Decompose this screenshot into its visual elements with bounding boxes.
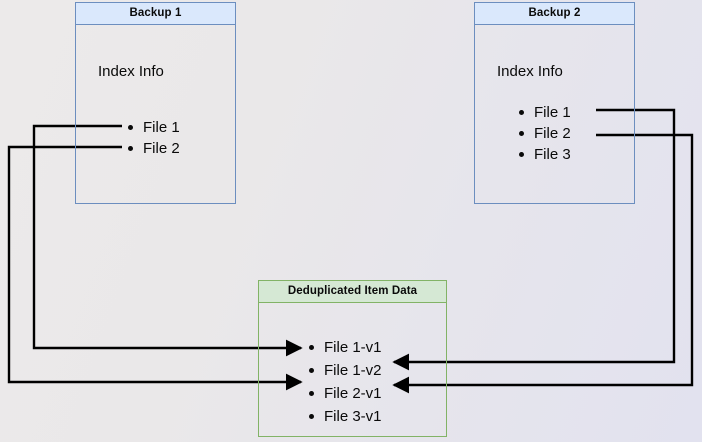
node-dedup-store-file-list: File 1-v1 File 1-v2 File 2-v1 File 3-v1 — [307, 336, 382, 428]
node-backup-2[interactable]: Backup 2 Index Info File 1 File 2 File 3 — [474, 2, 635, 204]
node-dedup-store[interactable]: Deduplicated Item Data File 1-v1 File 1-… — [258, 280, 447, 437]
node-dedup-store-title: Deduplicated Item Data — [259, 281, 446, 303]
node-backup-2-title: Backup 2 — [475, 3, 634, 25]
edge-backup1-file2-to-dedup-file2v1 — [7, 145, 303, 391]
list-item[interactable]: File 2 — [126, 138, 180, 159]
node-backup-2-body: Index Info File 1 File 2 File 3 — [475, 25, 634, 203]
edge-backup2-file2-to-dedup-file2v1 — [392, 133, 694, 394]
list-item[interactable]: File 1 — [126, 117, 180, 138]
list-item[interactable]: File 1-v2 — [307, 359, 382, 382]
node-backup-1-subtitle: Index Info — [98, 63, 164, 80]
node-backup-2-file-list: File 1 File 2 File 3 — [517, 102, 571, 165]
list-item[interactable]: File 1 — [517, 102, 571, 123]
node-backup-1-body: Index Info File 1 File 2 — [76, 25, 235, 203]
edge-backup2-file1-to-dedup-file1v2 — [392, 108, 676, 371]
node-backup-1[interactable]: Backup 1 Index Info File 1 File 2 — [75, 2, 236, 204]
node-backup-1-file-list: File 1 File 2 — [126, 117, 180, 159]
node-backup-2-subtitle: Index Info — [497, 63, 563, 80]
list-item[interactable]: File 3-v1 — [307, 405, 382, 428]
list-item[interactable]: File 2 — [517, 123, 571, 144]
list-item[interactable]: File 1-v1 — [307, 336, 382, 359]
list-item[interactable]: File 3 — [517, 144, 571, 165]
list-item[interactable]: File 2-v1 — [307, 382, 382, 405]
edge-backup1-file1-to-dedup-file1v1 — [32, 124, 303, 357]
node-backup-1-title: Backup 1 — [76, 3, 235, 25]
node-dedup-store-body: File 1-v1 File 1-v2 File 2-v1 File 3-v1 — [259, 303, 446, 436]
